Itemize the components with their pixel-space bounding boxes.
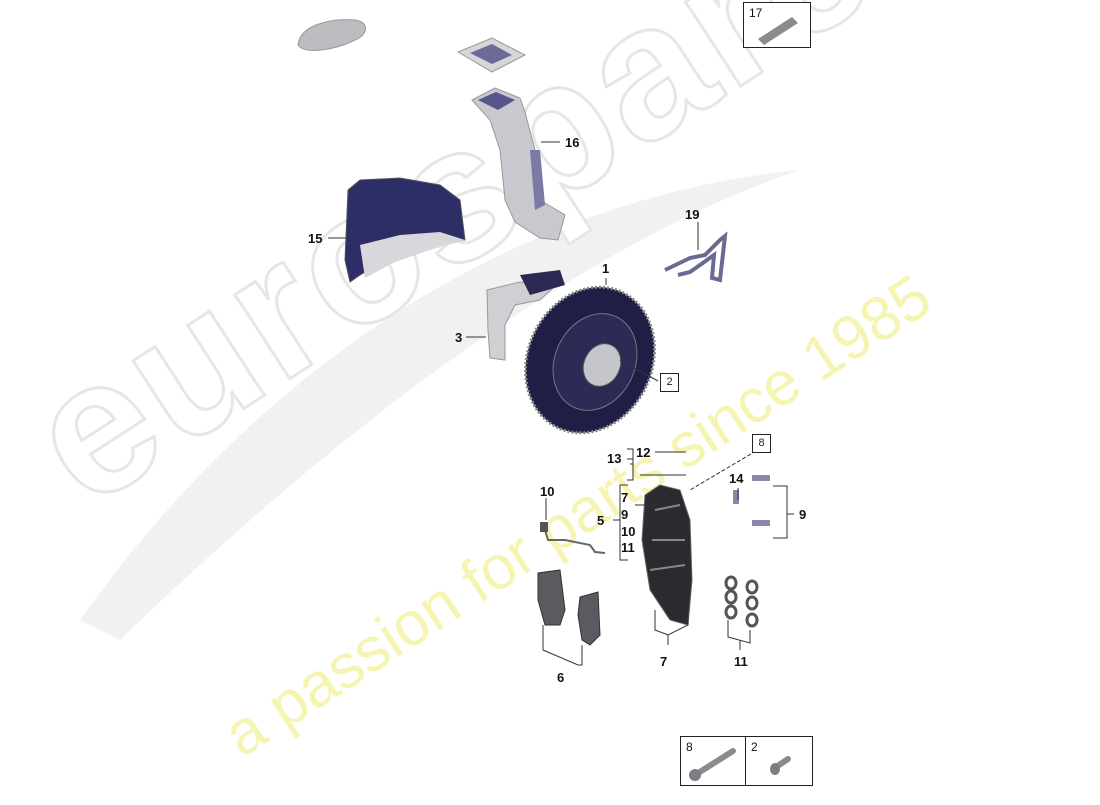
callout-2-ref: 2	[660, 373, 679, 392]
bolt-icon	[689, 748, 736, 781]
inset-screw: 2	[745, 736, 813, 786]
piston-seals-part-icon	[724, 575, 759, 628]
callout-1: 1	[602, 261, 610, 276]
inset-number: 17	[749, 6, 763, 20]
callout-3: 3	[455, 330, 463, 345]
callout-11-group: 11	[621, 540, 635, 555]
callout-10-group: 10	[621, 524, 636, 539]
callout-13: 13	[607, 451, 622, 466]
callout-7-group: 7	[621, 490, 629, 505]
callout-15: 15	[308, 231, 323, 246]
inset-bolt: 8	[680, 736, 748, 786]
callout-9: 9	[799, 507, 807, 522]
wear-sensor-part-icon	[540, 522, 606, 554]
callout-16: 16	[565, 135, 580, 150]
callout-19: 19	[685, 207, 700, 222]
air-duct-part-icon	[471, 87, 566, 241]
callout-10: 10	[540, 484, 555, 499]
callout-6: 6	[557, 670, 565, 685]
brake-disc-part-icon	[523, 285, 657, 435]
cap-part-icon	[297, 19, 366, 51]
callout-14: 14	[729, 471, 744, 486]
bracket-part-icon	[664, 231, 728, 283]
callout-7: 7	[660, 654, 668, 669]
callout-8-ref: 8	[752, 434, 771, 453]
inset-grease-tube: 17	[743, 2, 811, 48]
brake-pads-part-icon	[537, 569, 601, 646]
callout-9-group: 9	[621, 507, 629, 522]
screw-icon	[770, 756, 791, 775]
pad-clips-part-icon	[733, 475, 770, 526]
inset-number: 2	[751, 740, 758, 754]
brake-shield-part-icon	[486, 270, 565, 361]
inset-number: 8	[686, 740, 693, 754]
brake-caliper-part-icon	[641, 484, 693, 626]
callout-12: 12	[636, 445, 651, 460]
wheel-liner-part-icon	[344, 177, 466, 283]
grease-tube-icon	[758, 17, 798, 45]
callout-5: 5	[597, 513, 605, 528]
duct-seal-part-icon	[456, 37, 527, 73]
leader-lines	[328, 141, 794, 666]
callout-11: 11	[734, 654, 748, 669]
